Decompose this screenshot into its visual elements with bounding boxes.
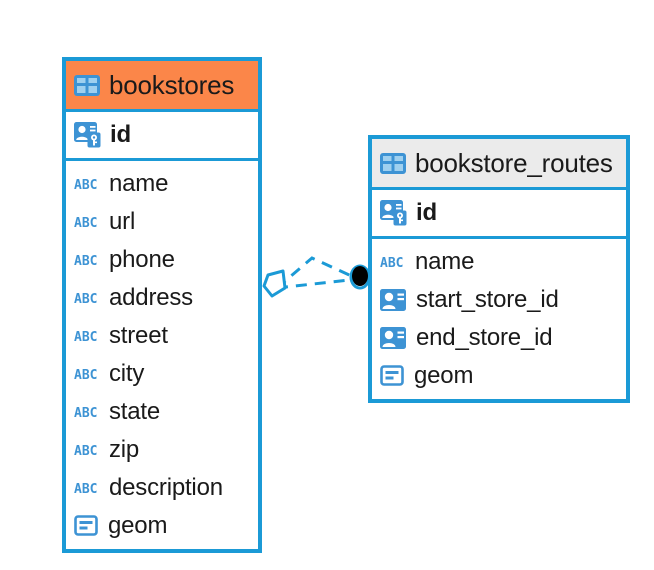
svg-text:ABC: ABC [74, 254, 97, 268]
primary-key-icon [74, 122, 102, 148]
text-type-icon: ABC [74, 215, 101, 231]
field-row-end-store-id[interactable]: end_store_id [372, 319, 626, 357]
text-type-icon: ABC [74, 443, 101, 459]
table-icon [74, 74, 100, 96]
relationship-line-upper [276, 256, 359, 290]
field-label: url [109, 208, 136, 235]
field-label: state [109, 398, 161, 425]
svg-text:ABC: ABC [74, 444, 97, 458]
svg-text:ABC: ABC [74, 368, 97, 382]
field-label: city [109, 360, 145, 387]
svg-text:ABC: ABC [74, 292, 97, 306]
field-label: start_store_id [416, 286, 559, 313]
polygon-marker [262, 269, 287, 298]
field-row-state[interactable]: ABC state [66, 393, 258, 431]
field-label: name [109, 170, 169, 197]
entity-bookstores[interactable]: bookstores [62, 57, 262, 553]
text-type-icon: ABC [74, 367, 101, 383]
filled-dot-marker-ring [349, 264, 371, 290]
field-row-phone[interactable]: ABC phone [66, 241, 258, 279]
text-type-icon: ABC [74, 291, 101, 307]
field-label: name [415, 248, 475, 275]
field-row-address[interactable]: ABC address [66, 279, 258, 317]
field-label: zip [109, 436, 140, 463]
field-label: address [109, 284, 193, 311]
field-label: geom [108, 512, 168, 539]
field-row-geom[interactable]: geom [372, 357, 626, 395]
field-row-id[interactable]: id [66, 112, 258, 158]
field-row-start-store-id[interactable]: start_store_id [372, 281, 626, 319]
primary-key-icon [380, 200, 408, 226]
field-label: end_store_id [416, 324, 553, 351]
primary-key-section: id [66, 109, 258, 161]
field-label: id [110, 121, 131, 148]
entity-title: bookstores [109, 70, 235, 100]
fields-section: ABC name ABC url ABC pho [66, 161, 258, 549]
field-row-name[interactable]: ABC name [372, 243, 626, 281]
field-label: geom [414, 362, 474, 389]
foreign-key-icon [380, 326, 408, 350]
field-row-id[interactable]: id [372, 190, 626, 236]
svg-text:ABC: ABC [74, 406, 97, 420]
entity-header-bookstore-routes[interactable]: bookstore_routes [372, 139, 626, 187]
table-icon [380, 152, 406, 174]
field-row-description[interactable]: ABC description [66, 469, 258, 507]
field-row-name[interactable]: ABC name [66, 165, 258, 203]
field-label: id [416, 199, 437, 226]
field-row-street[interactable]: ABC street [66, 317, 258, 355]
geometry-type-icon [380, 365, 406, 387]
field-label: description [109, 474, 223, 501]
field-row-city[interactable]: ABC city [66, 355, 258, 393]
entity-title: bookstore_routes [415, 148, 613, 178]
text-type-icon: ABC [74, 405, 101, 421]
geometry-type-icon [74, 515, 100, 537]
field-row-geom[interactable]: geom [66, 507, 258, 545]
text-type-icon: ABC [74, 253, 101, 269]
fields-section: ABC name start_store_id [372, 239, 626, 399]
text-type-icon: ABC [74, 481, 101, 497]
svg-text:ABC: ABC [74, 216, 97, 230]
text-type-icon: ABC [74, 177, 101, 193]
svg-text:ABC: ABC [74, 482, 97, 496]
field-row-zip[interactable]: ABC zip [66, 431, 258, 469]
field-label: phone [109, 246, 175, 273]
filled-dot-marker [352, 266, 368, 286]
svg-text:ABC: ABC [74, 330, 97, 344]
text-type-icon: ABC [380, 255, 407, 271]
foreign-key-icon [380, 288, 408, 312]
field-label: street [109, 322, 168, 349]
svg-text:ABC: ABC [380, 256, 403, 270]
relationship-line-lower [276, 277, 359, 290]
svg-text:ABC: ABC [74, 178, 97, 192]
entity-header-bookstores[interactable]: bookstores [66, 61, 258, 109]
primary-key-section: id [372, 187, 626, 239]
entity-bookstore-routes[interactable]: bookstore_routes [368, 135, 630, 403]
text-type-icon: ABC [74, 329, 101, 345]
field-row-url[interactable]: ABC url [66, 203, 258, 241]
